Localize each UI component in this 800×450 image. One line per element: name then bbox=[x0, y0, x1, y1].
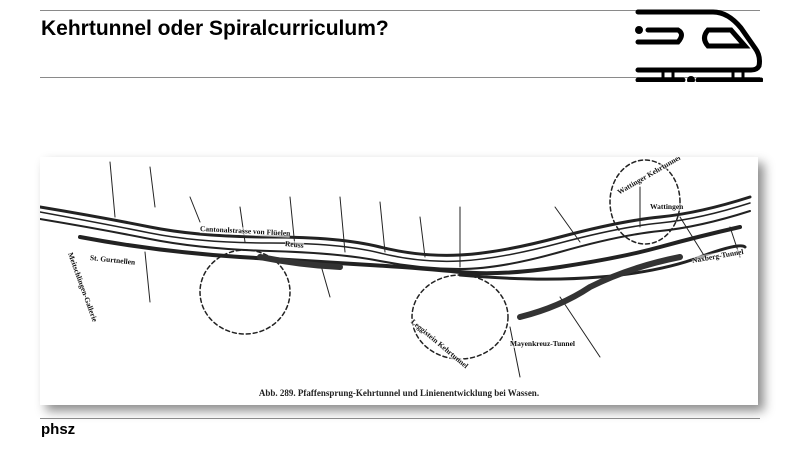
map-figure: St. Gurtnellen Cantonalstrasse von Flüel… bbox=[40, 157, 758, 405]
map-label-reuss: Reuss bbox=[284, 239, 305, 250]
title-rule bbox=[40, 77, 760, 78]
high-speed-train-icon bbox=[635, 9, 763, 82]
footer-label: phsz bbox=[41, 421, 76, 438]
slide-title: Kehrtunnel oder Spiralcurriculum? bbox=[41, 17, 389, 40]
map-label-mayenkreuz-tunnel: Mayenkreuz-Tunnel bbox=[510, 339, 576, 348]
footer-rule bbox=[40, 418, 760, 419]
top-rule bbox=[40, 10, 760, 11]
map-label-wattingen: Wattingen bbox=[650, 202, 684, 211]
figure-caption: Abb. 289. Pfaffensprung-Kehrtunnel und L… bbox=[258, 388, 540, 398]
railway-map-image bbox=[40, 159, 752, 378]
